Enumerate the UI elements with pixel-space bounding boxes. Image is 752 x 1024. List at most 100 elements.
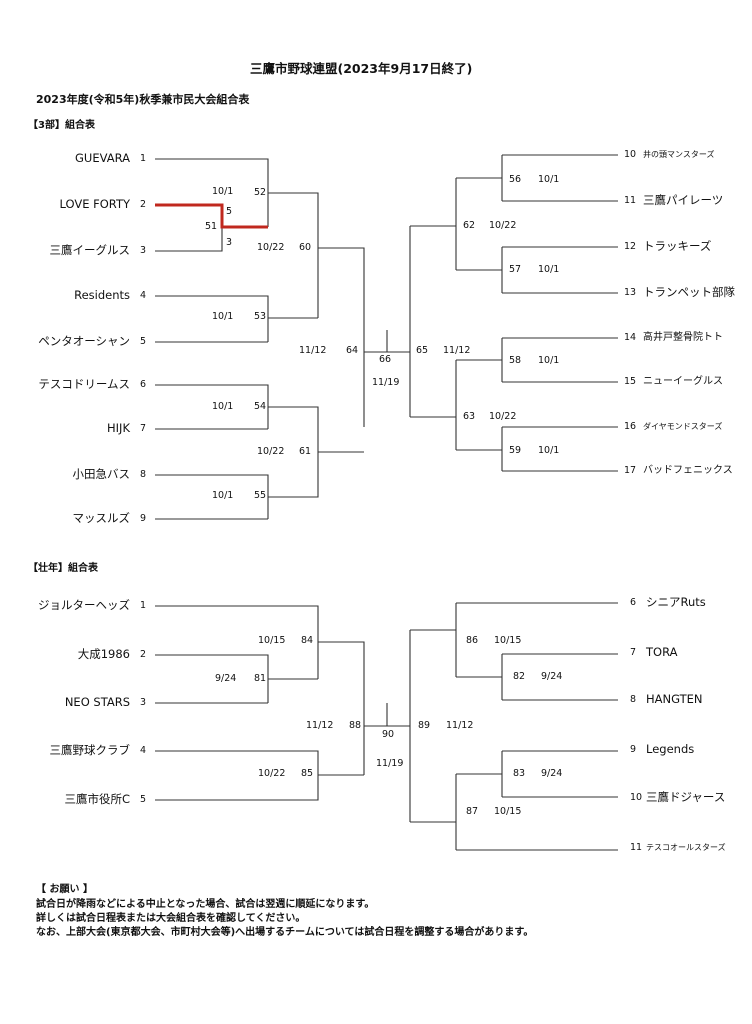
game-date: 10/1 — [538, 355, 560, 366]
game-number: 85 — [301, 768, 314, 779]
team-name: 三鷹イーグルス — [49, 243, 131, 257]
bracket-line — [155, 654, 269, 703]
team-seed: 5 — [140, 794, 147, 805]
team-seed: 15 — [624, 376, 637, 387]
game-date: 10/1 — [212, 490, 234, 501]
game-date: 10/22 — [258, 768, 286, 779]
team-seed: 10 — [630, 792, 643, 803]
team-seed: 5 — [140, 336, 147, 347]
team-name: テスコドリームス — [38, 377, 130, 391]
game-number: 59 — [509, 445, 522, 456]
team-name: 高井戸整骨院トト — [643, 332, 723, 343]
team-seed: 11 — [624, 195, 637, 206]
team-name: Residents — [74, 288, 130, 302]
game-date: 10/15 — [494, 806, 522, 817]
game-number: 81 — [254, 673, 267, 684]
team-seed: 9 — [140, 513, 147, 524]
game-date: 10/1 — [212, 311, 234, 322]
game-number: 61 — [299, 446, 312, 457]
game-number: 87 — [466, 806, 479, 817]
division-heading: 【壮年】組合表 — [28, 563, 98, 574]
team-seed: 4 — [140, 745, 147, 756]
game-number: 57 — [509, 264, 522, 275]
team-seed: 3 — [140, 245, 147, 256]
game-number: 84 — [301, 635, 314, 646]
score: 5 — [226, 206, 233, 217]
team-seed: 14 — [624, 332, 637, 343]
team-seed: 9 — [630, 744, 637, 755]
team-name: ニューイーグルス — [643, 376, 723, 387]
game-date: 10/1 — [212, 401, 234, 412]
game-date: 10/1 — [538, 445, 560, 456]
team-name: シニアRuts — [646, 595, 706, 609]
game-date: 11/12 — [306, 720, 334, 731]
team-name: トラッキーズ — [643, 239, 712, 253]
team-name: ジョルターヘッズ — [38, 598, 130, 612]
game-number: 55 — [254, 490, 267, 501]
team-seed: 17 — [624, 465, 637, 476]
team-seed: 8 — [630, 694, 637, 705]
team-seed: 16 — [624, 421, 637, 432]
game-date: 11/12 — [443, 345, 471, 356]
game-number: 65 — [416, 345, 429, 356]
bracket-line — [268, 192, 319, 318]
team-seed: 7 — [140, 423, 147, 434]
game-number: 54 — [254, 401, 267, 412]
game-number: 62 — [463, 220, 476, 231]
game-date: 11/19 — [376, 758, 404, 769]
notice-heading: 【 お願い 】 — [36, 884, 93, 895]
team-seed: 8 — [140, 469, 147, 480]
game-date: 10/22 — [257, 242, 285, 253]
bracket-line — [155, 384, 269, 429]
team-name: 大成1986 — [77, 647, 130, 661]
team-seed: 3 — [140, 697, 147, 708]
notice-line: 試合日が降雨などによる中止となった場合、試合は翌週に順延になります。 — [36, 899, 375, 910]
team-seed: 2 — [140, 199, 147, 210]
game-date: 10/1 — [538, 174, 560, 185]
page-subtitle: 2023年度(令和5年)秋季兼市民大会組合表 — [36, 93, 250, 106]
team-name: 三鷹市役所C — [64, 792, 130, 806]
team-name: NEO STARS — [64, 695, 130, 709]
team-name: 三鷹ドジャース — [646, 790, 726, 804]
game-number: 90 — [382, 729, 395, 740]
team-name: 小田急バス — [72, 467, 131, 481]
game-date: 10/1 — [538, 264, 560, 275]
team-name: バッドフェニックス — [643, 465, 733, 476]
game-date: 10/22 — [489, 220, 517, 231]
bracket-line — [155, 750, 319, 801]
team-name: 三鷹パイレーツ — [643, 193, 724, 207]
team-seed: 10 — [624, 149, 637, 160]
bracket-line — [318, 247, 365, 427]
game-number: 89 — [418, 720, 431, 731]
game-number: 86 — [466, 635, 479, 646]
team-name: マッスルズ — [72, 511, 131, 525]
bracket-line — [155, 295, 269, 342]
bracket-line — [155, 605, 319, 679]
game-date: 10/1 — [212, 186, 234, 197]
team-name: テスコオールスターズ — [646, 843, 726, 852]
team-name: GUEVARA — [75, 151, 130, 165]
team-seed: 4 — [140, 290, 147, 301]
team-seed: 13 — [624, 287, 637, 298]
score: 3 — [226, 237, 233, 248]
team-name: Legends — [646, 742, 695, 756]
notice-line: 詳しくは試合日程表または大会組合表を確認してください。 — [36, 913, 306, 924]
team-seed: 2 — [140, 649, 147, 660]
game-date: 10/22 — [257, 446, 285, 457]
team-seed: 12 — [624, 241, 637, 252]
game-number: 66 — [379, 354, 392, 365]
team-seed: 7 — [630, 647, 637, 658]
team-seed: 6 — [630, 597, 637, 608]
bracket-line — [155, 158, 269, 227]
game-number: 64 — [346, 345, 359, 356]
game-date: 9/24 — [541, 671, 563, 682]
team-name: トランペット部隊 — [643, 285, 735, 299]
game-date: 9/24 — [541, 768, 563, 779]
winner-path — [155, 203, 268, 229]
game-number: 60 — [299, 242, 312, 253]
team-name: 井の頭マンスターズ — [643, 150, 715, 159]
game-number: 53 — [254, 311, 267, 322]
bracket-line — [155, 227, 223, 252]
